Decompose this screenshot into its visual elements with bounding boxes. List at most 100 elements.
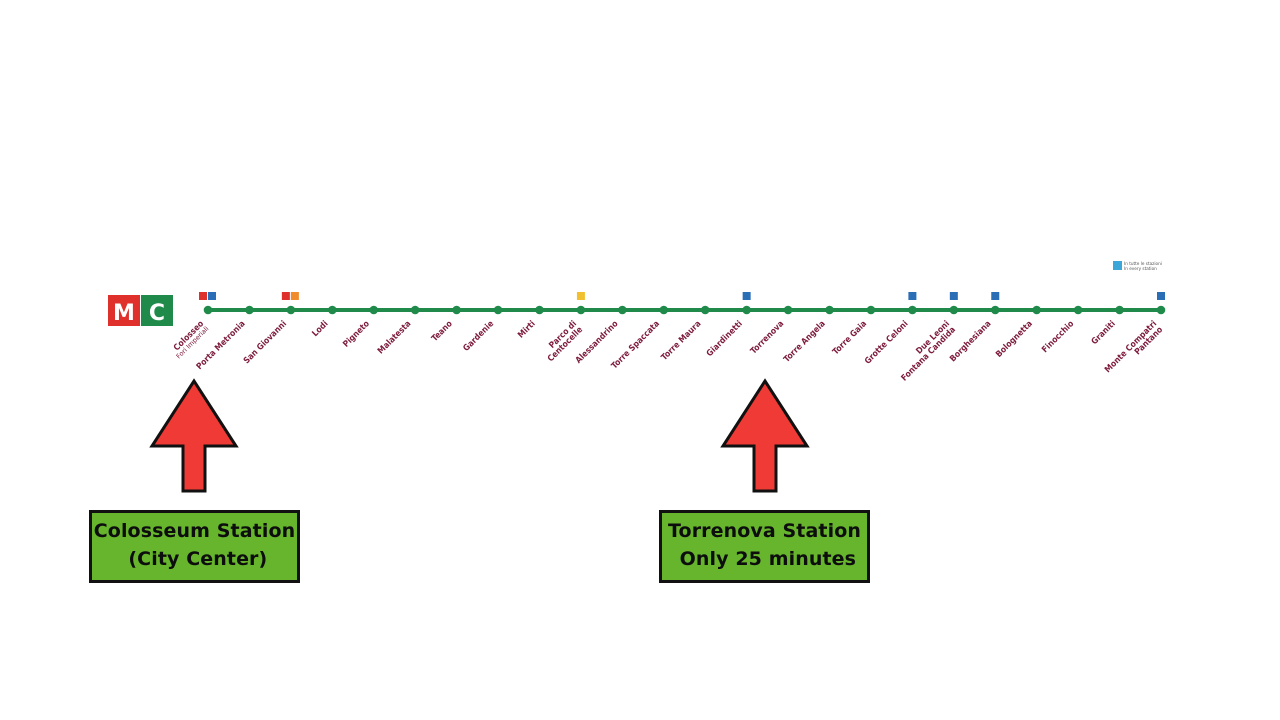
station-label-group: Alessandrino xyxy=(574,319,621,366)
colosseum-callout: Colosseum Station (City Center) xyxy=(89,510,300,583)
station-name: Torre Angela xyxy=(782,319,828,365)
station-dot xyxy=(783,305,793,315)
station-label-group: Lodi xyxy=(310,319,330,339)
station-dot xyxy=(742,305,751,315)
station-label-group: Malatesta xyxy=(376,319,413,356)
station-label-group: Bolognetta xyxy=(994,319,1035,360)
station-grotte-celoni: Grotte Celoni xyxy=(863,292,917,367)
legend-text-it: In tutte le stazioni xyxy=(1124,261,1162,266)
torrenova-callout-subtitle: Only 25 minutes xyxy=(672,548,857,570)
station-dot xyxy=(328,305,337,315)
station-dot xyxy=(1032,305,1041,315)
station-name: Grotte Celoni xyxy=(863,319,911,367)
station-name: Bolognetta xyxy=(994,319,1035,360)
parking-icon xyxy=(1157,292,1165,300)
station-torre-spaccata: Torre Spaccata xyxy=(610,305,669,371)
station-dot xyxy=(618,305,627,315)
station-dot xyxy=(245,305,254,315)
station-san-giovanni: San Giovanni xyxy=(242,292,299,366)
station-bolognetta: Bolognetta xyxy=(994,305,1041,360)
parking-icon xyxy=(949,292,958,300)
station-dot xyxy=(990,305,1000,315)
station-name: Alessandrino xyxy=(574,319,621,366)
station-dot xyxy=(452,305,461,315)
metro-c-logo: M C xyxy=(108,295,173,326)
station-name: Malatesta xyxy=(376,319,413,356)
line-c-logo-green-tile xyxy=(141,295,173,326)
station-borghesiana: Borghesiana xyxy=(948,292,1000,364)
station-label-group: Finocchio xyxy=(1040,319,1076,355)
metro-logo-red-tile xyxy=(108,295,140,326)
torrenova-callout-title: Torrenova Station xyxy=(668,520,861,542)
line-logo-letter: C xyxy=(149,301,165,326)
accessibility-icon xyxy=(1113,261,1122,270)
station-label-group: Graniti xyxy=(1090,319,1118,347)
station-pigneto: Pigneto xyxy=(341,305,379,350)
station-dot xyxy=(949,305,959,315)
line-a-icon xyxy=(290,292,299,300)
station-label-group: San Giovanni xyxy=(242,319,289,366)
station-dot xyxy=(203,305,213,315)
station-name: Teano xyxy=(430,319,455,344)
station-label-group: Gardenie xyxy=(461,319,496,354)
station-name: Finocchio xyxy=(1040,319,1076,355)
parking-icon xyxy=(908,292,917,300)
colosseum-callout-title: Colosseum Station xyxy=(93,520,296,542)
station-torrenova: Torrenova xyxy=(749,305,793,356)
station-dot xyxy=(410,305,420,315)
metro-logo-letter: M xyxy=(113,301,135,326)
station-dot xyxy=(908,305,917,315)
station-name: Pigneto xyxy=(341,319,372,350)
station-label-group: Torre Maura xyxy=(660,319,704,363)
metro-interchange-icon xyxy=(199,292,207,300)
parking-icon xyxy=(742,292,751,300)
station-dot xyxy=(825,305,834,315)
station-dot xyxy=(576,305,586,315)
station-label-group: Torre Gaia xyxy=(831,319,869,357)
station-name: Mirti xyxy=(516,319,537,340)
station-label-group: Torrenova xyxy=(749,319,786,356)
parking-icon xyxy=(991,292,1000,300)
station-torre-angela: Torre Angela xyxy=(782,305,834,365)
station-dot xyxy=(493,305,503,315)
station-dot xyxy=(535,305,544,315)
station-name: San Giovanni xyxy=(242,319,289,366)
line-b-icon xyxy=(208,292,216,300)
station-finocchio: Finocchio xyxy=(1040,305,1083,355)
station-label-group: Grotte Celoni xyxy=(863,319,911,367)
station-dot xyxy=(700,305,710,315)
arrow-to-torrenova xyxy=(720,378,810,493)
station-name: Torrenova xyxy=(749,319,786,356)
station-label-group: Torre Angela xyxy=(782,319,828,365)
station-giardinetti: Giardinetti xyxy=(705,292,751,359)
station-dot xyxy=(1073,305,1083,315)
station-malatesta: Malatesta xyxy=(376,305,420,356)
station-name: Gardenie xyxy=(461,319,496,354)
station-dot xyxy=(369,305,379,315)
station-name: Borghesiana xyxy=(948,319,993,364)
station-label-group: Giardinetti xyxy=(705,319,745,359)
station-dot xyxy=(1156,305,1166,315)
station-name: Torre Gaia xyxy=(831,319,869,357)
station-dot xyxy=(866,305,876,315)
station-label-group: Teano xyxy=(430,319,455,344)
colosseum-callout-subtitle: (City Center) xyxy=(121,548,268,570)
station-dot xyxy=(1115,305,1124,315)
station-dot xyxy=(286,305,296,315)
bus-interchange-icon xyxy=(576,292,585,300)
station-name: Graniti xyxy=(1090,319,1118,347)
legend-text-en: In every station xyxy=(1124,266,1157,271)
station-name: Giardinetti xyxy=(705,319,745,359)
station-torre-maura: Torre Maura xyxy=(660,305,710,363)
metro-interchange-icon xyxy=(281,292,290,300)
torrenova-callout: Torrenova Station Only 25 minutes xyxy=(659,510,870,583)
station-name: Torre Maura xyxy=(660,319,704,363)
station-dot xyxy=(659,305,669,315)
station-gardenie: Gardenie xyxy=(461,305,503,354)
arrow-to-colosseo xyxy=(149,378,239,493)
station-name: Lodi xyxy=(310,319,330,339)
